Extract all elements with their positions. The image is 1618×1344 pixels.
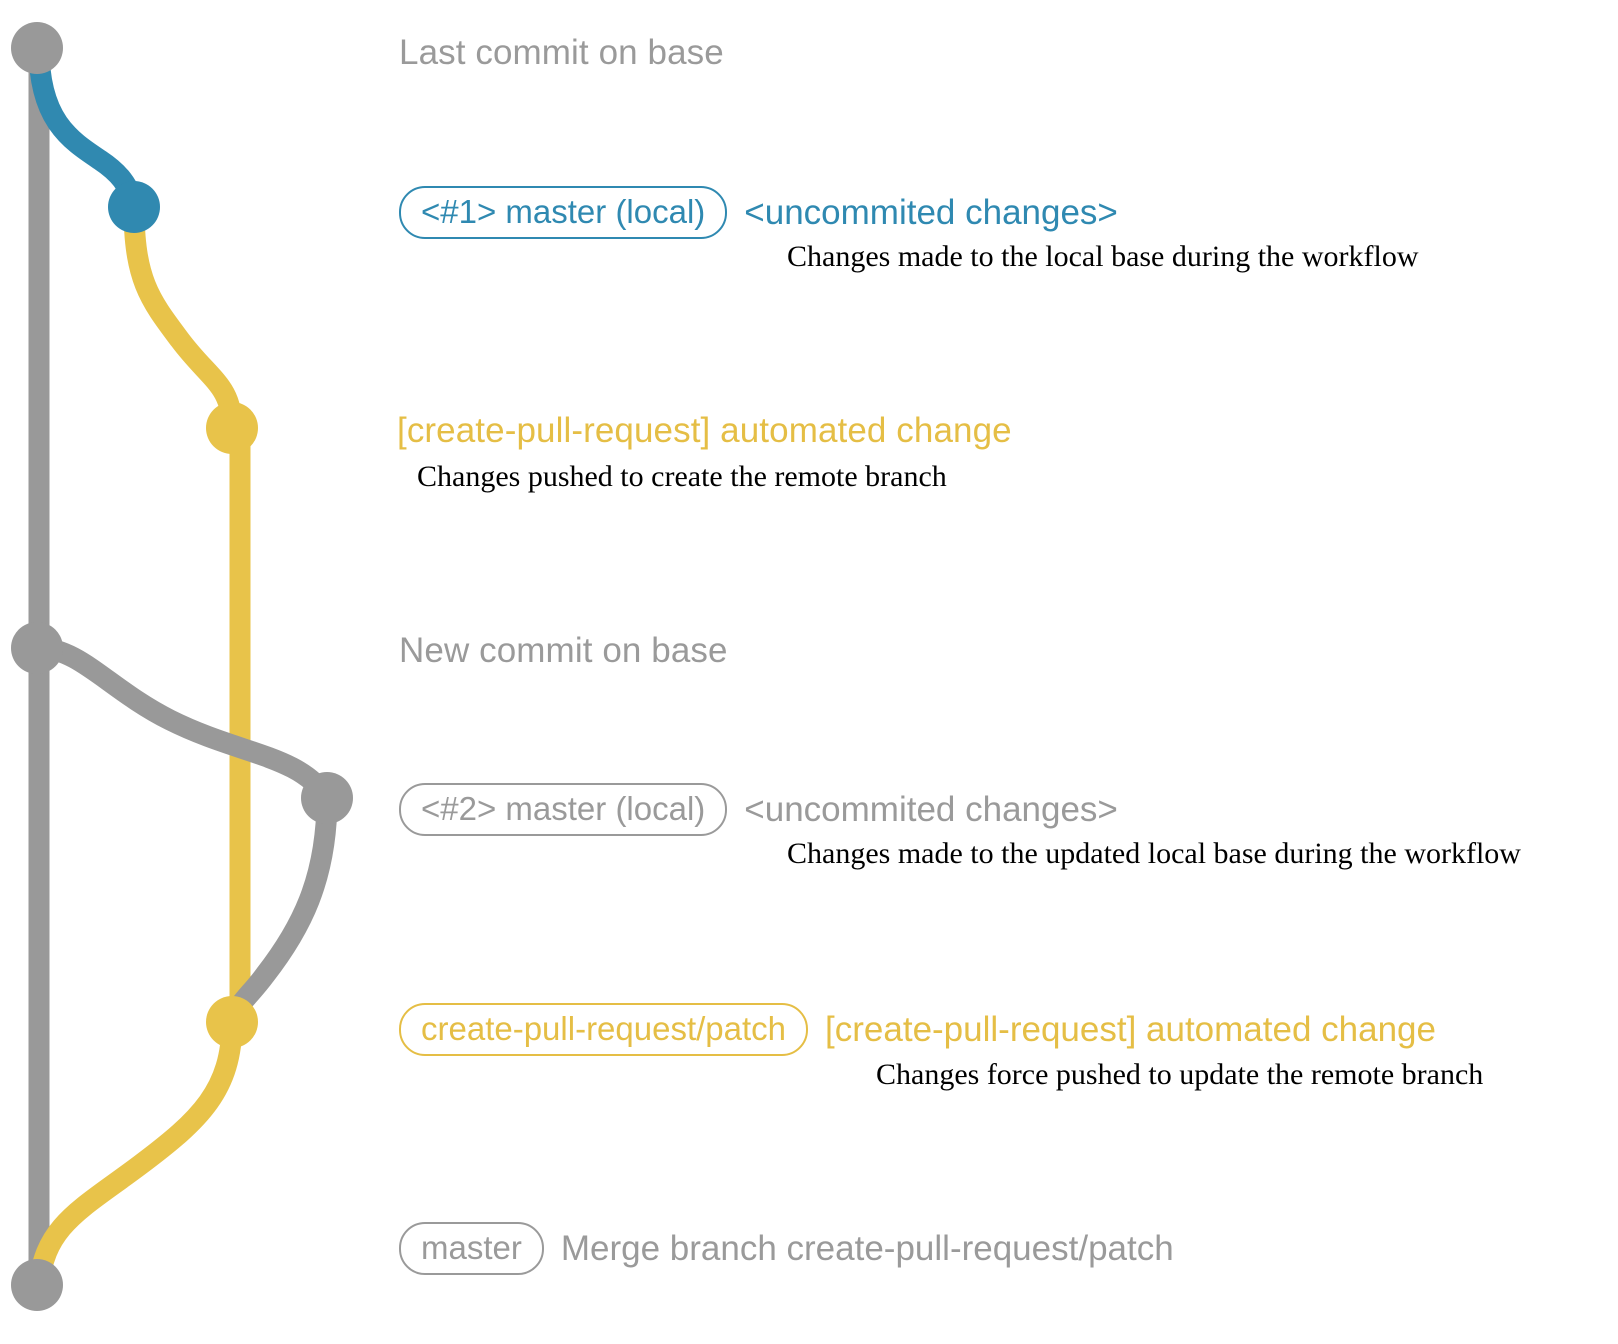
node-automated-change-1 [206,402,258,454]
badge-master-local-1[interactable]: <#1> master (local) [399,186,728,239]
caption-master-local-1: Changes made to the local base during th… [787,240,1419,273]
edge-local-1-to-patch-1 [123,196,243,439]
edge-base-to-local-1 [28,37,145,218]
node-new-commit-on-base [11,622,63,674]
row-automated-change-1: [create-pull-request] automated change [397,411,1012,451]
node-master-local-2 [301,772,353,824]
node-master-local-1 [108,181,160,233]
commit-message-master-local-1: <uncommited changes> [744,192,1118,232]
caption-master-local-2: Changes made to the updated local base d… [787,837,1521,870]
badge-master-local-2[interactable]: <#2> master (local) [399,783,728,836]
row-master-local-2: <#2> master (local) <uncommited changes> [399,783,1118,836]
commit-message-merge-commit: Merge branch create-pull-request/patch [560,1228,1174,1268]
node-automated-change-2 [206,996,258,1048]
row-automated-change-2: create-pull-request/patch [create-pull-r… [399,1003,1436,1056]
node-merge-commit [11,1259,63,1311]
node-last-commit-on-base [11,22,63,74]
commit-message-automated-change-1: [create-pull-request] automated change [397,411,1012,450]
edge-patch-2-to-merge [28,1011,243,1296]
badge-create-pull-request-patch[interactable]: create-pull-request/patch [399,1003,809,1056]
commit-message-automated-change-2: [create-pull-request] automated change [825,1009,1436,1049]
caption-automated-change-1: Changes pushed to create the remote bran… [417,460,947,493]
commit-message-new-commit-on-base: New commit on base [399,631,728,670]
commit-message-master-local-2: <uncommited changes> [744,789,1118,829]
commit-message-last-commit-on-base: Last commit on base [399,33,724,72]
caption-automated-change-2: Changes force pushed to update the remot… [876,1058,1484,1091]
row-master-local-1: <#1> master (local) <uncommited changes> [399,186,1118,239]
row-new-commit-on-base: New commit on base [399,631,728,671]
edge-base-to-local-2 [28,637,338,809]
row-last-commit-on-base: Last commit on base [399,33,724,73]
badge-master[interactable]: master [399,1222,544,1275]
row-merge-commit: master Merge branch create-pull-request/… [399,1222,1174,1275]
